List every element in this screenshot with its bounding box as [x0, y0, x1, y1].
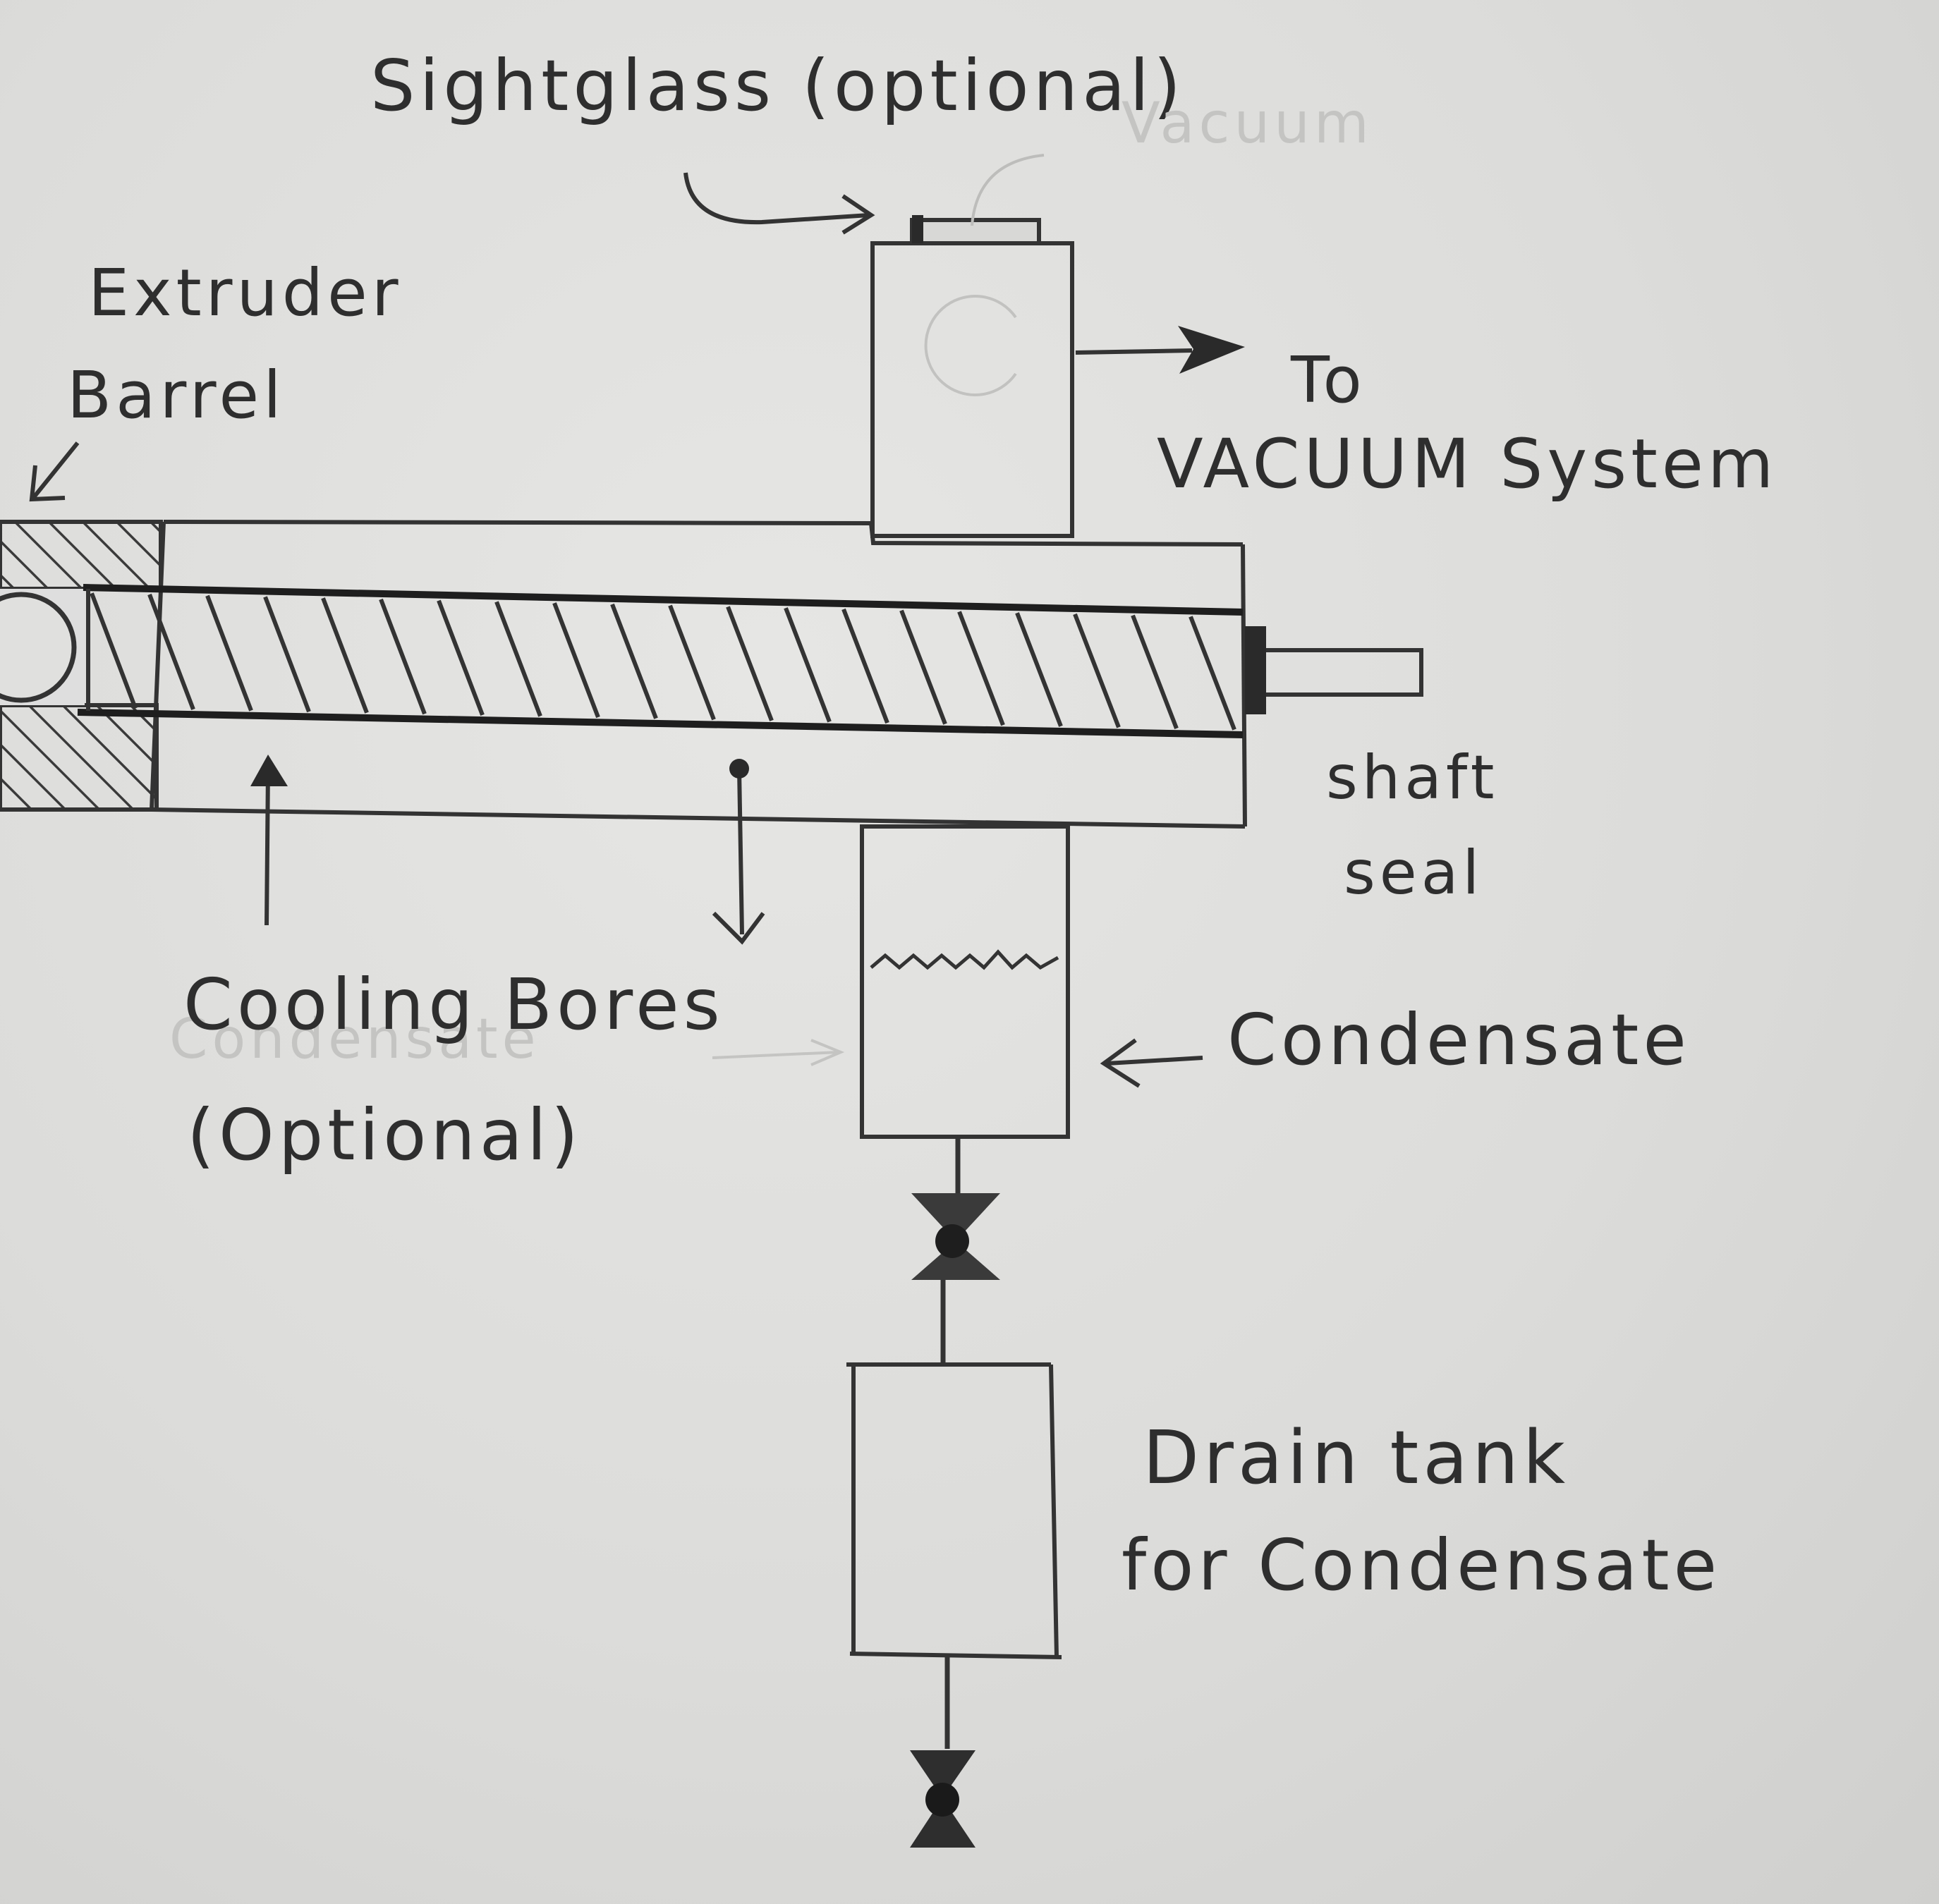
sightglass-arrow-shaft [683, 172, 870, 225]
sightglass-clip [912, 215, 923, 243]
seal-label: seal [1344, 838, 1484, 908]
for-condensate-label: for Condensate [1122, 1524, 1722, 1606]
screw-flight [263, 596, 311, 713]
shaft-label: shaft [1326, 743, 1499, 813]
drain-tank-right [1049, 1364, 1059, 1658]
condensate-label: Condensate [1227, 999, 1691, 1081]
cooling-arrow-right-shaft [737, 768, 744, 935]
screw-flight [321, 597, 369, 714]
vacuum-outlet-arrow [1075, 326, 1245, 374]
screw-flight [668, 604, 716, 721]
barrel-flange-lower-hatch [0, 703, 159, 812]
upper-valve-stem [935, 1224, 969, 1258]
screw-flight [494, 601, 542, 717]
cooling-bore-arrows [250, 755, 845, 1066]
barrel-outline-right [1241, 544, 1247, 827]
faint-circle-sketch [924, 295, 1017, 396]
to-label: To [1291, 343, 1366, 417]
screw-flight [147, 593, 195, 711]
faint-vacuum-label: Vacuum [1122, 90, 1373, 156]
screw-flight [90, 592, 138, 709]
upper-valve-top-triangle [911, 1193, 1000, 1241]
screw-flight [726, 606, 774, 721]
faint-condensate-label: Condensate [169, 1008, 540, 1071]
barrel-pointer-shaft [32, 441, 80, 499]
drain-tank-bottom [849, 1652, 1062, 1659]
cooling-arrow-left-shaft [265, 768, 270, 926]
vacuum-dome-body [870, 241, 1074, 538]
screw-flight [1073, 613, 1121, 728]
screw-flight [1189, 616, 1236, 731]
barrel-outline-bottom [151, 807, 1246, 829]
sightglass-arrow-head [841, 194, 875, 235]
optional-label: (Optional) [187, 1094, 583, 1176]
screw-flight [1015, 612, 1063, 727]
condensate-pointer-head [1100, 1038, 1141, 1088]
screw-flight [957, 611, 1005, 726]
cooling-arrow-left-head [250, 755, 288, 786]
vacuum-outlet-arrowhead [1178, 326, 1245, 374]
barrel-pointer-arrow [29, 441, 80, 502]
screw-flight [552, 602, 600, 719]
barrel-flange [0, 520, 163, 812]
upper-valve-bottom-triangle [911, 1241, 1000, 1280]
screw-flight [784, 607, 832, 723]
screw-flights [90, 592, 1236, 731]
barrel-outline-top [163, 520, 1244, 547]
condensate-liquid-level [870, 949, 1059, 970]
barrel-label: Barrel [67, 358, 286, 433]
cooling-arrow-right-dot [729, 759, 749, 779]
barrel-pointer-head [29, 465, 66, 502]
shaft-assembly [1245, 626, 1423, 714]
sightglass-label: Sightglass (optional) [370, 44, 1186, 127]
drain-tank-label: Drain tank [1143, 1415, 1570, 1501]
drain-valve-upper [911, 1137, 1000, 1362]
faint-vacuum-sketch [971, 154, 1045, 226]
lower-valve-top-triangle [910, 1750, 975, 1798]
condensate-pot [860, 824, 1203, 1139]
screw-flight [1131, 614, 1179, 730]
screw-flight [841, 608, 889, 724]
vacuum-outlet-line [1075, 348, 1193, 355]
sightglass-cap [910, 218, 1041, 245]
vacuum-dome [870, 154, 1074, 538]
condensate-pointer-shaft [1107, 1056, 1203, 1066]
drain-tank [846, 1362, 1062, 1659]
screw-flight [610, 603, 658, 719]
screw-flight [899, 609, 947, 725]
vacuum-system-label: VACUUM System [1157, 425, 1778, 504]
screw-flight [205, 594, 253, 712]
barrel-bore-circle [0, 592, 77, 703]
condensate-pot-body [860, 824, 1070, 1139]
screw-flight [437, 599, 485, 716]
cooling-arrow-right-head [712, 911, 765, 945]
barrel-outline-left [150, 521, 166, 810]
screw-bottom-line [77, 709, 1244, 738]
lower-valve-bottom-triangle [910, 1798, 975, 1848]
barrel-flange-upper-hatch [0, 520, 163, 591]
extruder-label: Extruder [88, 255, 403, 331]
shaft-body [1266, 648, 1423, 697]
sightglass-arrow [683, 172, 875, 235]
extruder-screw [77, 584, 1244, 738]
shaft-seal-block [1245, 626, 1266, 714]
screw-flight [379, 598, 427, 715]
faint-condensate-arrow [712, 1039, 845, 1066]
cooling-bores-label: Cooling Bores [183, 963, 724, 1046]
drain-valve-lower [910, 1657, 975, 1848]
lower-valve-stem [925, 1783, 959, 1817]
screw-top-line [83, 584, 1244, 616]
